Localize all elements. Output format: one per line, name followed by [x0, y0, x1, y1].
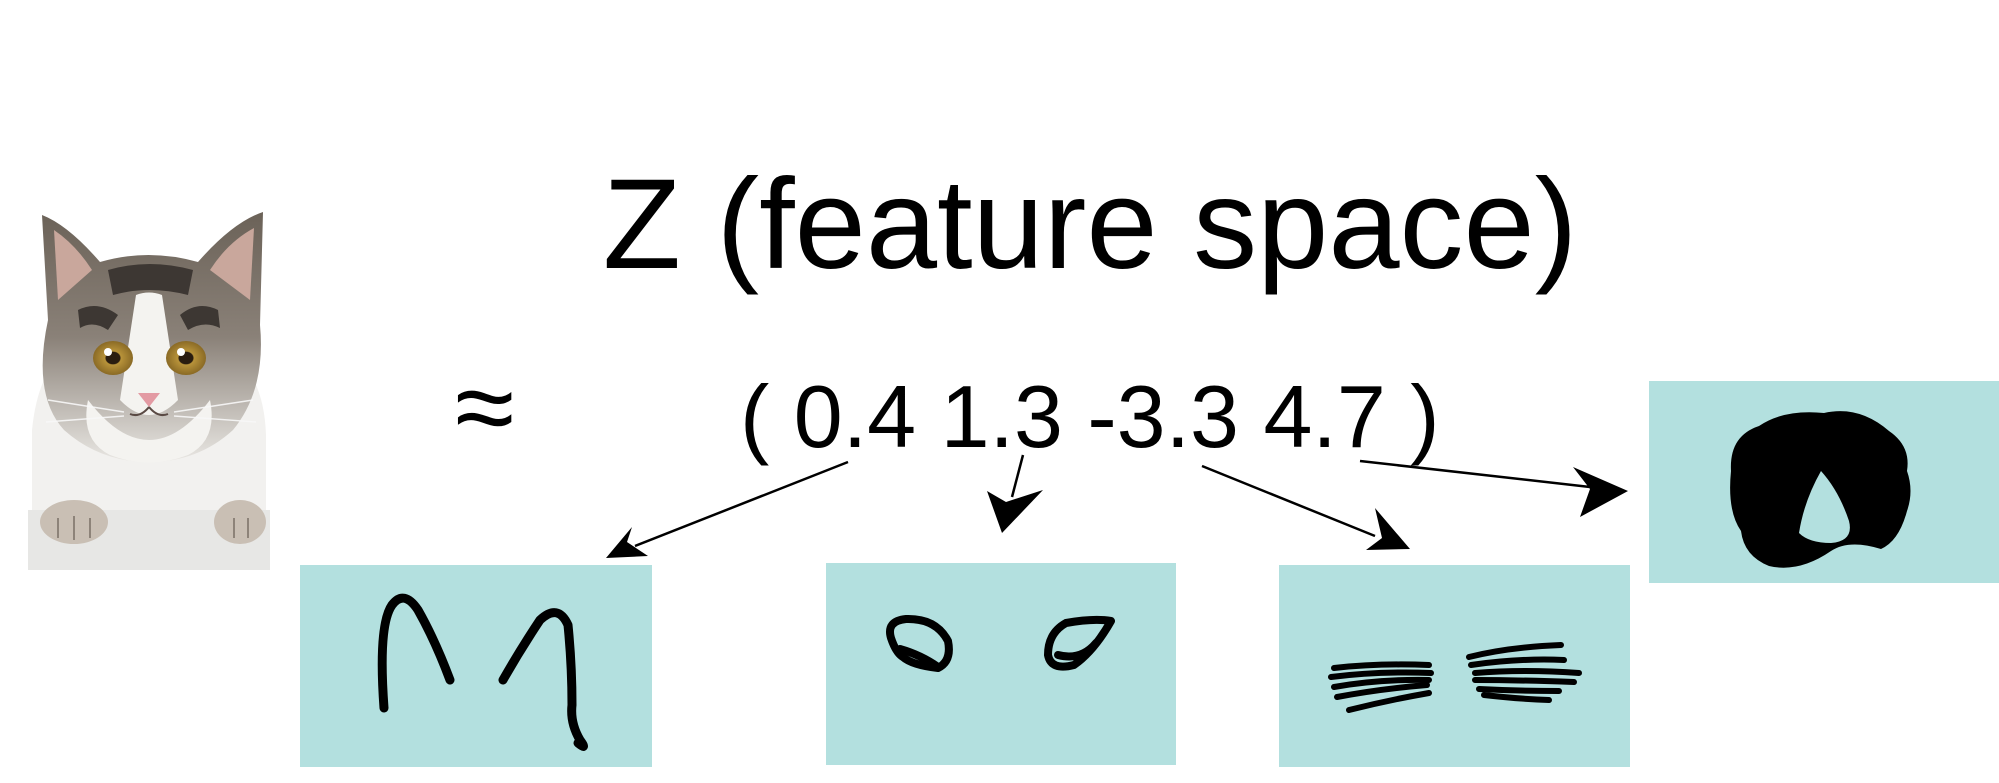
vector-value-3: 4.7: [1263, 367, 1386, 466]
arrow-to-whiskers: [1201, 464, 1376, 538]
cat-eyes-sketch-icon: [886, 614, 1115, 672]
arrowhead-whiskers: [1366, 508, 1410, 550]
cat-whiskers-sketch-icon: [1328, 642, 1582, 713]
cat-photo: [28, 212, 270, 570]
feature-panel-whiskers: [1279, 565, 1630, 767]
vector-close-paren: ): [1410, 367, 1440, 466]
feature-panel-eyes: [826, 563, 1176, 765]
arrow-to-ears: [634, 460, 849, 548]
arrow-to-eyes: [1010, 454, 1025, 498]
arrowhead-nose: [1573, 467, 1628, 517]
vector-value-2: -3.3: [1087, 367, 1239, 466]
vector-open-paren: (: [740, 367, 770, 466]
arrowhead-eyes: [987, 490, 1043, 533]
approx-symbol: ≈: [455, 346, 515, 467]
feature-panel-ears: [300, 565, 652, 767]
vector-value-0: 0.4: [793, 367, 917, 466]
arrow-to-nose: [1359, 459, 1591, 489]
cat-nose-silhouette-icon: [1730, 411, 1911, 568]
feature-panel-nose: [1649, 381, 1999, 583]
arrowhead-ears: [606, 527, 648, 558]
cat-ears-sketch-icon: [377, 593, 588, 751]
vector-value-1: 1.3: [940, 367, 1063, 466]
diagram-title: Z (feature space): [602, 153, 1578, 296]
feature-vector: ( 0.4 1.3 -3.3 4.7 ): [740, 362, 1440, 472]
